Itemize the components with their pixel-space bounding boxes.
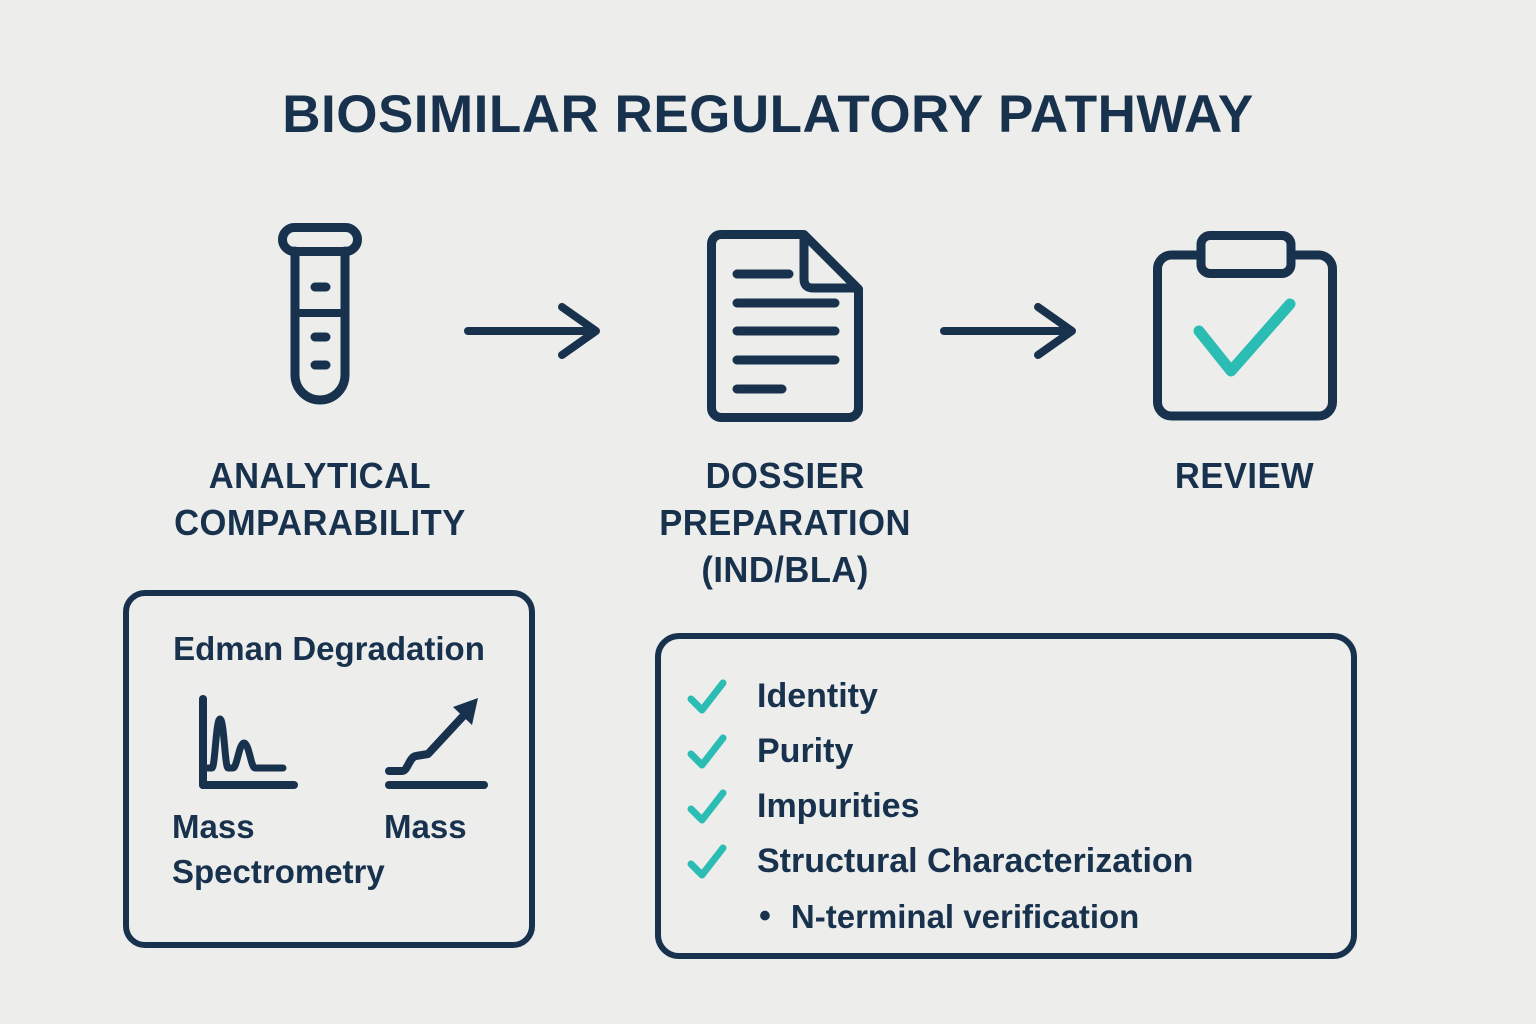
method-label: Mass	[384, 808, 467, 845]
step-label-analytical-comparability: ANALYTICAL COMPARABILITY	[174, 455, 466, 543]
checklist-item-impurities: Impurities	[687, 779, 1351, 834]
checklist-item-label: Impurities	[757, 787, 920, 825]
checklist-subitem-n-terminal-verification: • N-terminal verification	[687, 889, 1351, 944]
clipboard-check-icon	[1153, 220, 1337, 432]
step-analytical-comparability: ANALYTICAL COMPARABILITY	[110, 220, 530, 546]
flow-arrow-icon	[938, 296, 1088, 366]
checkmark-icon	[687, 733, 727, 771]
checklist-item-structural-characterization: Structural Characterization	[687, 834, 1351, 889]
bullet-icon: •	[759, 897, 771, 935]
method-label: Mass Spectrometry	[172, 808, 385, 890]
test-tube-icon	[278, 220, 362, 432]
quality-checklist-box: Identity Purity Impurities Structural Ch…	[655, 633, 1357, 959]
checklist-item-label: Structural Characterization	[757, 842, 1194, 880]
step-review: REVIEW	[1035, 220, 1455, 499]
document-icon	[707, 220, 863, 432]
checkmark-icon	[687, 678, 727, 716]
method-mass: Mass	[384, 694, 529, 894]
analysis-box-title: Edman Degradation	[173, 630, 485, 667]
checklist-item-label: Identity	[757, 677, 878, 715]
step-label-dossier-preparation: DOSSIER PREPARATION (IND/BLA)	[659, 455, 911, 590]
flow-arrow-icon	[462, 296, 612, 366]
checklist-item-purity: Purity	[687, 724, 1351, 779]
trend-arrow-icon	[384, 694, 529, 790]
page-title: BIOSIMILAR REGULATORY PATHWAY	[282, 85, 1254, 144]
checklist-subitem-label: N-terminal verification	[790, 897, 1140, 935]
analysis-methods-box: Edman Degradation Mass Spectrometry Mass	[123, 590, 535, 948]
checkmark-icon	[687, 788, 727, 826]
checklist-item-identity: Identity	[687, 669, 1351, 724]
chromatogram-icon	[197, 694, 384, 790]
checklist-item-label: Purity	[757, 732, 854, 770]
checkmark-icon	[687, 843, 727, 881]
step-dossier-preparation: DOSSIER PREPARATION (IND/BLA)	[575, 220, 995, 593]
step-label-review: REVIEW	[1175, 455, 1315, 496]
methods-row: Mass Spectrometry Mass	[129, 694, 529, 894]
method-mass-spectrometry: Mass Spectrometry	[172, 694, 385, 894]
